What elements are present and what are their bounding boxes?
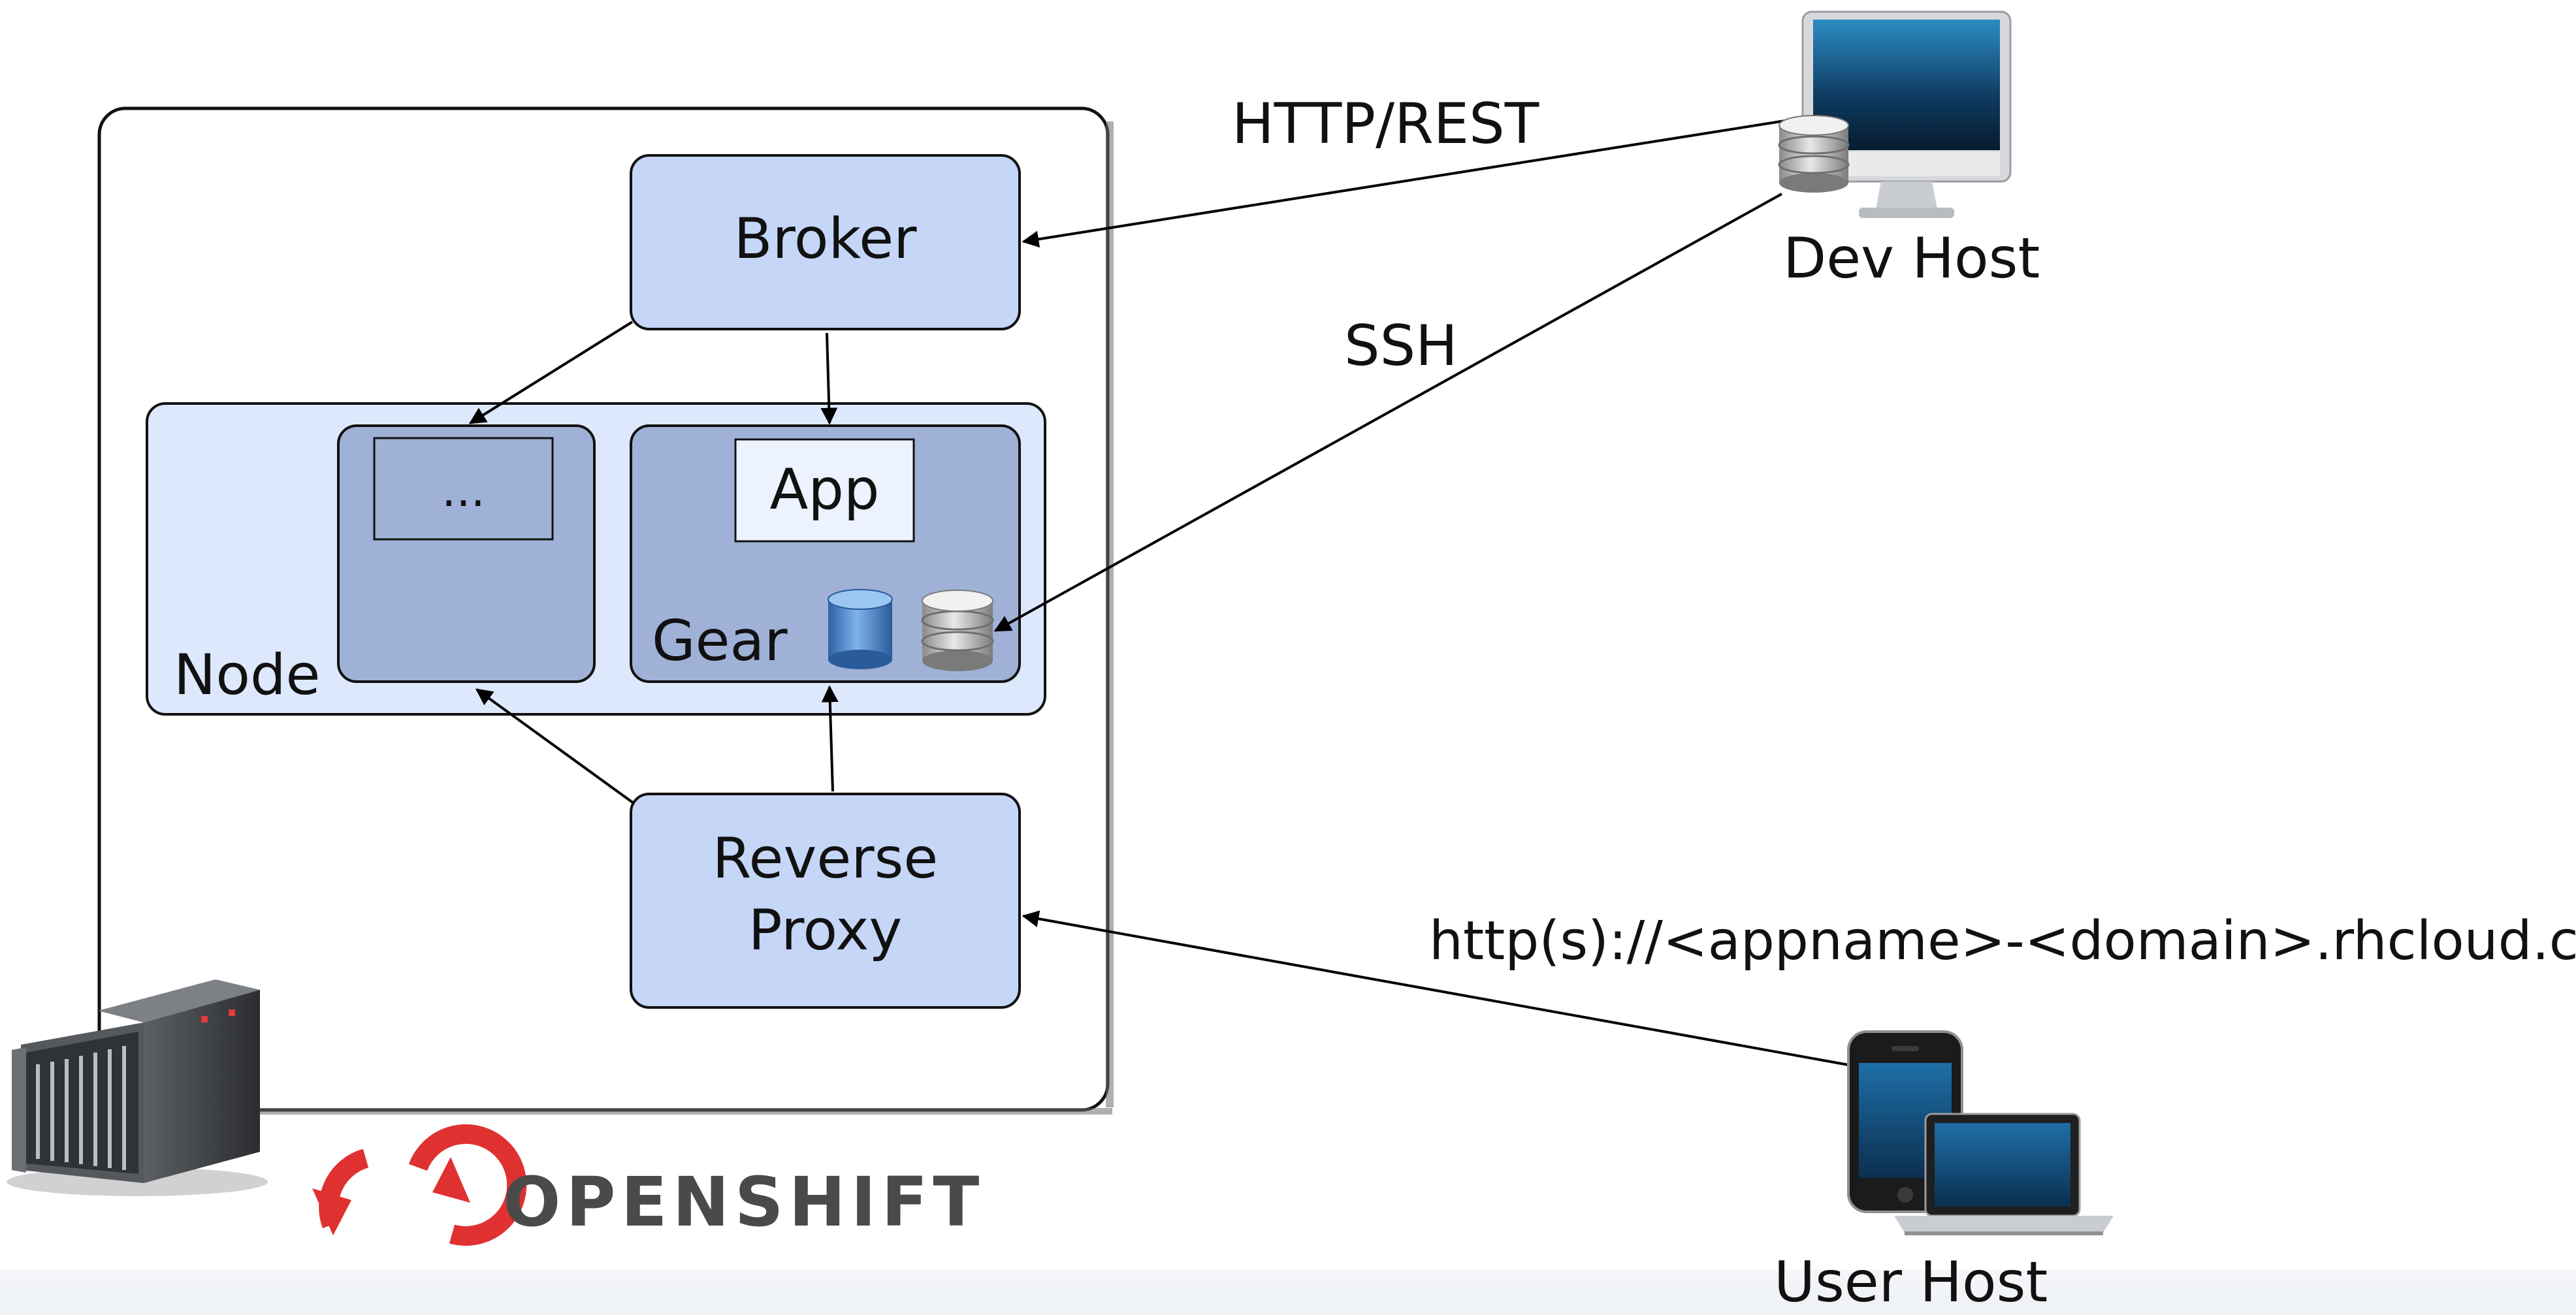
generic-app-box (373, 437, 554, 541)
broker-label: Broker (733, 206, 917, 272)
arrow-proxy-to-generic-gear (475, 688, 635, 804)
url-label: http(s)://<appname>-<domain>.rhcloud.com (1429, 910, 2576, 972)
gear-label: Gear (652, 609, 788, 674)
openshift-logo-icon (312, 1124, 527, 1246)
dev-host-label: Dev Host (1783, 226, 2040, 291)
arrow-user-traffic (1022, 910, 1853, 1067)
ssh-label: SSH (1344, 313, 1458, 379)
database-icon (828, 589, 893, 669)
laptop-icon (1894, 1113, 2114, 1235)
arrow-http-rest (1022, 118, 1794, 248)
node-label: Node (174, 642, 321, 708)
arrow-broker-to-gear (820, 332, 838, 425)
user-host-label: User Host (1774, 1250, 2048, 1315)
reverse-proxy-label: Reverse Proxy (631, 823, 1020, 966)
app-box (734, 438, 915, 543)
broker-box (630, 154, 1021, 330)
reverse-proxy-box (630, 793, 1021, 1009)
arrow-ssh (993, 193, 1782, 632)
arrow-proxy-to-gear (821, 685, 839, 792)
http-rest-label: HTTP/REST (1232, 91, 1539, 157)
server-icon (7, 979, 268, 1196)
arrow-broker-to-generic-gear (468, 321, 634, 424)
monitor-icon (1801, 10, 2012, 218)
generic-app-label: ... (442, 464, 485, 517)
openshift-wordmark: OPENSHIFT (503, 1162, 985, 1242)
dev-host-database-icon (1778, 115, 1850, 193)
reverse-proxy-label-line1: Reverse (712, 826, 939, 891)
database-stack-icon (921, 590, 994, 671)
reverse-proxy-label-line2: Proxy (748, 898, 903, 963)
app-label: App (769, 457, 880, 522)
